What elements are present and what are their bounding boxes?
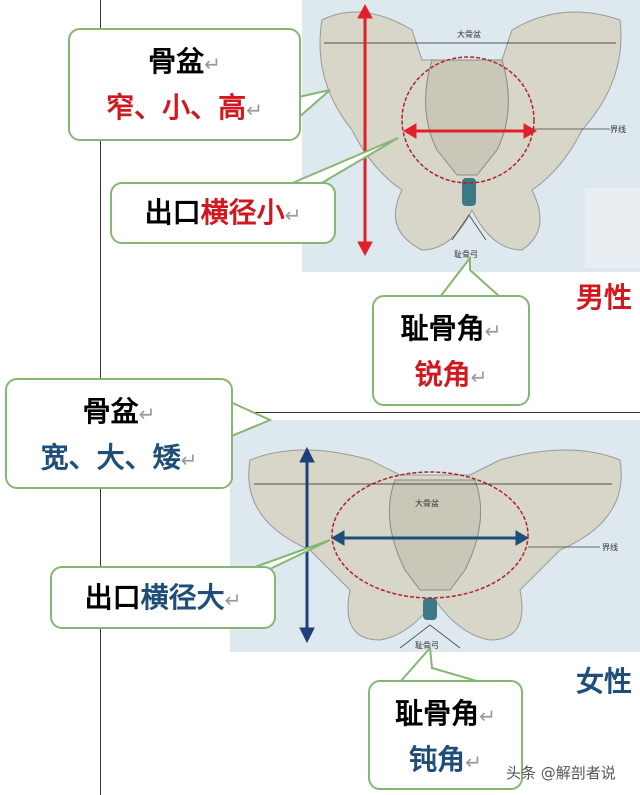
callout-prefix: 出口 [144,196,201,229]
callout-desc: 横径小 [200,196,285,229]
paragraph-mark: ↵ [246,98,263,122]
height-arrow [299,446,315,644]
female-pelvis-callout: 骨盆↵ 宽、大、矮↵ [5,378,233,489]
callout-title: 耻骨角 [395,697,480,730]
callout-title: 骨盆 [148,45,205,78]
paragraph-mark: ↵ [479,704,496,728]
greater-pelvis-label: 大骨盆 [415,498,439,508]
callout-prefix: 出口 [84,581,141,614]
height-arrow [357,3,373,257]
callout-title: 骨盆 [82,395,139,428]
paragraph-mark: ↵ [180,448,198,472]
linea-terminalis-label: 界线 [602,542,618,552]
callout-desc: 钝角 [409,743,466,776]
callout-title: 耻骨角 [400,312,485,345]
paragraph-mark: ↵ [284,203,302,227]
paragraph-mark: ↵ [224,588,242,612]
pubic-arch-label: 耻骨弓 [454,249,478,259]
paragraph-mark: ↵ [204,52,221,76]
paragraph-mark: ↵ [470,365,488,389]
female-outlet-callout: 出口横径大↵ [50,566,276,629]
transverse-arrow [331,530,529,546]
paragraph-mark: ↵ [465,750,482,774]
male-outlet-callout: 出口横径小↵ [110,182,336,244]
callout-desc: 窄、小、高 [106,91,247,124]
female-pelvis-image: 大骨盆 界线 耻骨弓 [230,420,640,652]
linea-terminalis-label: 界线 [610,124,626,134]
female-pubic-angle-callout: 耻骨角↵ 钝角↵ [368,680,523,790]
male-label: 男性 [576,281,633,314]
greater-pelvis-label: 大骨盆 [457,29,481,39]
transverse-arrow [403,123,537,139]
callout-desc: 横径大 [140,581,225,614]
watermark: 头条 @解剖者说 [506,764,616,782]
male-pubic-angle-callout: 耻骨角↵ 锐角↵ [372,295,530,406]
paragraph-mark: ↵ [484,319,502,343]
table-border-line [237,412,640,413]
female-label: 女性 [576,665,633,698]
male-pelvis-callout: 骨盆↵ 窄、小、高↵ [68,28,301,141]
male-pelvis-image: 大骨盆 界线 耻骨弓 [302,0,640,272]
paragraph-mark: ↵ [138,402,156,426]
callout-desc: 宽、大、矮 [40,441,181,474]
pubic-arch-label: 耻骨弓 [415,640,439,650]
callout-desc: 锐角 [414,358,471,391]
